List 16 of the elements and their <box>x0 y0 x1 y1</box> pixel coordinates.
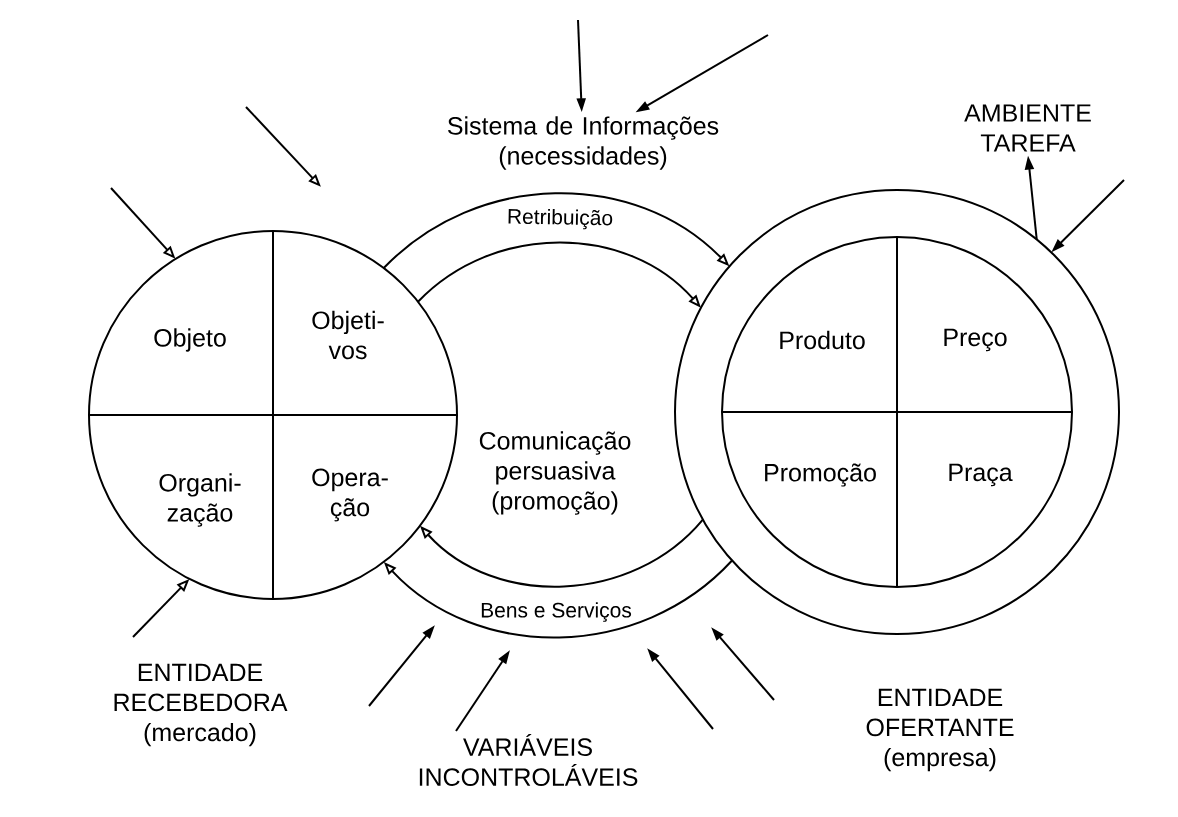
quadrant-label: Praça <box>949 463 1013 487</box>
quadrant-label: Objeti- vos <box>312 310 384 360</box>
text-label: Comunicação persuasiva (promoção) <box>479 431 631 515</box>
quadrant-label: Preço <box>944 328 1007 352</box>
text-label: VARIÁVEIS INCONTROLÁVEIS <box>419 734 638 786</box>
quadrant-label: Produto <box>780 330 865 350</box>
quadrant-label: Organi- zação <box>159 473 241 527</box>
entity-label: ENTIDADE RECEBEDORA (mercado) <box>114 663 288 747</box>
heading-label: Sistema de Informações (necessidades) <box>447 116 719 170</box>
entity-label: ENTIDADE OFERTANTE (empresa) <box>866 688 1014 772</box>
quadrant-label: Objeto <box>154 328 226 352</box>
edge-label: Bens e Serviços <box>479 601 633 623</box>
edge-label: Retribuição <box>505 207 615 231</box>
heading-label: AMBIENTE TAREFA <box>964 104 1091 152</box>
quadrant-label: Opera- ção <box>312 468 388 522</box>
quadrant-label: Promoção <box>765 463 876 487</box>
